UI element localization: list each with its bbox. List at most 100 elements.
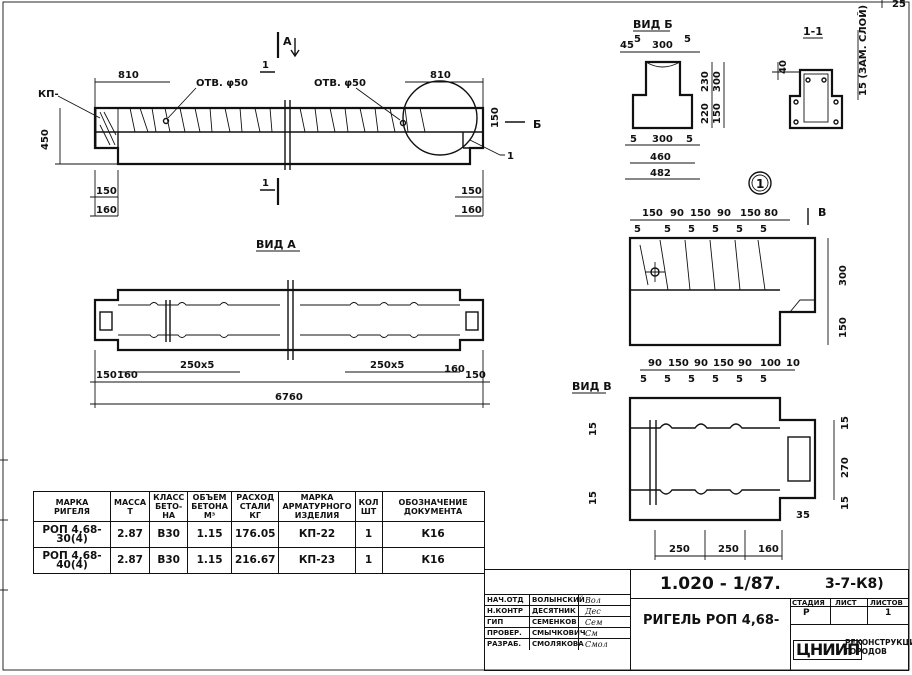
- view-a-arrow-label: А: [283, 35, 292, 48]
- dim-vv-15c: 15: [840, 416, 851, 430]
- table-row: РОП 4,68-40(4) 2.87 В30 1.15 216.67 КП-2…: [33, 547, 485, 574]
- dim-vb-220: 220: [700, 103, 711, 124]
- person-name: СМЫЧКОВИЧ: [529, 628, 586, 639]
- cell-marka-arm: КП-22: [278, 521, 356, 548]
- th-obem: ОБЪЕМ БЕТОНА М³: [187, 491, 232, 522]
- beam-elevation: 1 1 А 810 810 ОТВ. φ50 ОТВ. φ50 КП- 450 …: [38, 32, 541, 217]
- dim-n1-top5-2: 5: [664, 224, 671, 235]
- dim-plan-150-left: 150: [96, 370, 117, 381]
- dim-n1-bot-2: 150: [668, 358, 689, 369]
- signature-row: ПРОВЕР. СМЫЧКОВИЧ См: [485, 627, 630, 639]
- signature-row: ГИП СЕМЕНКОВ Сем: [485, 616, 630, 628]
- cell-kol: 1: [354, 521, 383, 548]
- dim-810-right: 810: [430, 70, 451, 81]
- dim-vb-230: 230: [700, 71, 711, 92]
- dim-vb-300a: 300: [652, 40, 673, 51]
- signature: См: [578, 628, 635, 639]
- dim-plan-160-right: 160: [444, 364, 465, 375]
- dim-n1-bot5-5: 5: [736, 374, 743, 385]
- dim-plan-250x5-right: 250x5: [370, 360, 404, 371]
- hole-label-left: ОТВ. φ50: [196, 78, 248, 89]
- dim-n1-bot5-1: 5: [640, 374, 647, 385]
- node-1-marker: 1: [756, 177, 764, 191]
- dim-n1-bot5-2: 5: [664, 374, 671, 385]
- dim-plan-150-right: 150: [465, 370, 486, 381]
- dim-vb-300b: 300: [652, 134, 673, 145]
- sheet-code: 3-7-К8): [825, 576, 884, 592]
- dim-vb-460: 460: [650, 152, 671, 163]
- listov-value: 1: [885, 608, 892, 618]
- th-rashod: РАСХОД СТАЛИ КГ: [230, 491, 280, 522]
- section-1-1: 1-1 40 15 (ЗАМ. СЛОЙ): [772, 5, 869, 130]
- dim-n1-top-2: 90: [670, 208, 684, 219]
- drawing-title: РИГЕЛЬ РОП 4,68-: [643, 613, 780, 628]
- th-massa: МАССА Т: [109, 491, 151, 522]
- cell-marka: РОП 4,68-30(4): [33, 521, 111, 548]
- dim-vb-45: 45: [620, 40, 634, 51]
- dim-160-br: 160: [461, 205, 482, 216]
- view-v: ВИД В 15 15 15 15 270 35 250 250 160: [572, 380, 851, 560]
- signature: Вол: [578, 595, 635, 606]
- dim-n1-bot-7: 10: [786, 358, 800, 369]
- signature: Сем: [578, 617, 635, 628]
- dim-450: 450: [40, 129, 51, 150]
- node-1-bottom-dims: 90 150 90 150 90 100 10 5 5 5 5 5 5: [640, 358, 800, 385]
- dim-n1-top5-4: 5: [712, 224, 719, 235]
- dim-n1-bot5-3: 5: [688, 374, 695, 385]
- dim-vb-300v: 300: [712, 71, 723, 92]
- stadia-label: СТАДИЯ: [792, 599, 825, 607]
- role: НАЧ.ОТД: [487, 596, 524, 604]
- section-1-label-top: 1: [262, 60, 269, 71]
- dim-vb-5d: 5: [686, 134, 693, 145]
- view-b: ВИД Б 45 5 300 5 230 300 220 150 5 300 5…: [620, 18, 725, 180]
- person-name: ВОЛЫНСКИЙ: [529, 595, 585, 606]
- dim-vv-15d: 15: [840, 496, 851, 510]
- dim-vv-160: 160: [758, 544, 779, 555]
- dim-n1-top5-5: 5: [736, 224, 743, 235]
- dim-160-bl: 160: [96, 205, 117, 216]
- doc-code: 1.020 - 1/87.: [660, 574, 781, 594]
- signature: Смол: [578, 639, 635, 650]
- dim-s11-40: 40: [778, 60, 789, 74]
- cell-klass: В30: [149, 521, 189, 548]
- view-v-arrow-label: В: [818, 206, 826, 219]
- dim-n1-top-1: 150: [642, 208, 663, 219]
- th-marka-arm: МАРКА АРМАТУРНОГО ИЗДЕЛИЯ: [278, 491, 356, 522]
- person-name: ДЕСЯТНИК: [529, 606, 577, 617]
- cell-obem: 1.15: [187, 521, 232, 548]
- cell-obem: 1.15: [187, 547, 232, 574]
- view-v-title: ВИД В: [572, 380, 612, 393]
- dim-plan-250x5-left: 250x5: [180, 360, 214, 371]
- dim-n1-bot-1: 90: [648, 358, 662, 369]
- title-block: 1.020 - 1/87. 3-7-К8) РИГЕЛЬ РОП 4,68- С…: [484, 569, 912, 671]
- dim-vb-5c: 5: [630, 134, 637, 145]
- role: Н.КОНТР: [487, 607, 523, 615]
- role: РАЗРАБ.: [487, 640, 522, 648]
- cell-marka: РОП 4,68-40(4): [33, 547, 111, 574]
- org-name: РЕКОНСТРУКЦИИ ГОРОДОВ: [845, 638, 912, 656]
- dim-plan-160-left: 160: [117, 370, 138, 381]
- section-1-label-bottom: 1: [262, 178, 269, 189]
- dim-vv-250b: 250: [718, 544, 739, 555]
- dim-n1-top-3: 150: [690, 208, 711, 219]
- dim-vb-482: 482: [650, 168, 671, 179]
- cell-klass: В30: [149, 547, 189, 574]
- leader-1: 1: [507, 151, 514, 162]
- view-a-plan: ВИД А 150 160 250x5 250x5 160 150 6760: [90, 238, 490, 408]
- th-klass: КЛАСС БЕТО- НА: [149, 491, 189, 522]
- org-logo: ЦНИИП: [793, 640, 863, 660]
- signature-row: НАЧ.ОТД ВОЛЫНСКИЙ Вол: [485, 594, 630, 606]
- dim-vv-35: 35: [796, 510, 810, 521]
- dim-n1-top5-3: 5: [688, 224, 695, 235]
- view-a-title: ВИД А: [256, 238, 296, 251]
- node-1-detail: 1 В 150 90 150 90 150 80 5 5 5 5 5 5 300…: [628, 171, 849, 385]
- view-b-title: ВИД Б: [633, 18, 673, 31]
- dim-vv-15a: 15: [588, 422, 599, 436]
- dim-n1-bot5-4: 5: [712, 374, 719, 385]
- stadia-value: Р: [803, 608, 810, 618]
- dim-n1-top5-1: 5: [634, 224, 641, 235]
- dim-n1-top-6: 80: [764, 208, 778, 219]
- dim-150-br: 150: [461, 186, 482, 197]
- dim-n1-bot-5: 90: [738, 358, 752, 369]
